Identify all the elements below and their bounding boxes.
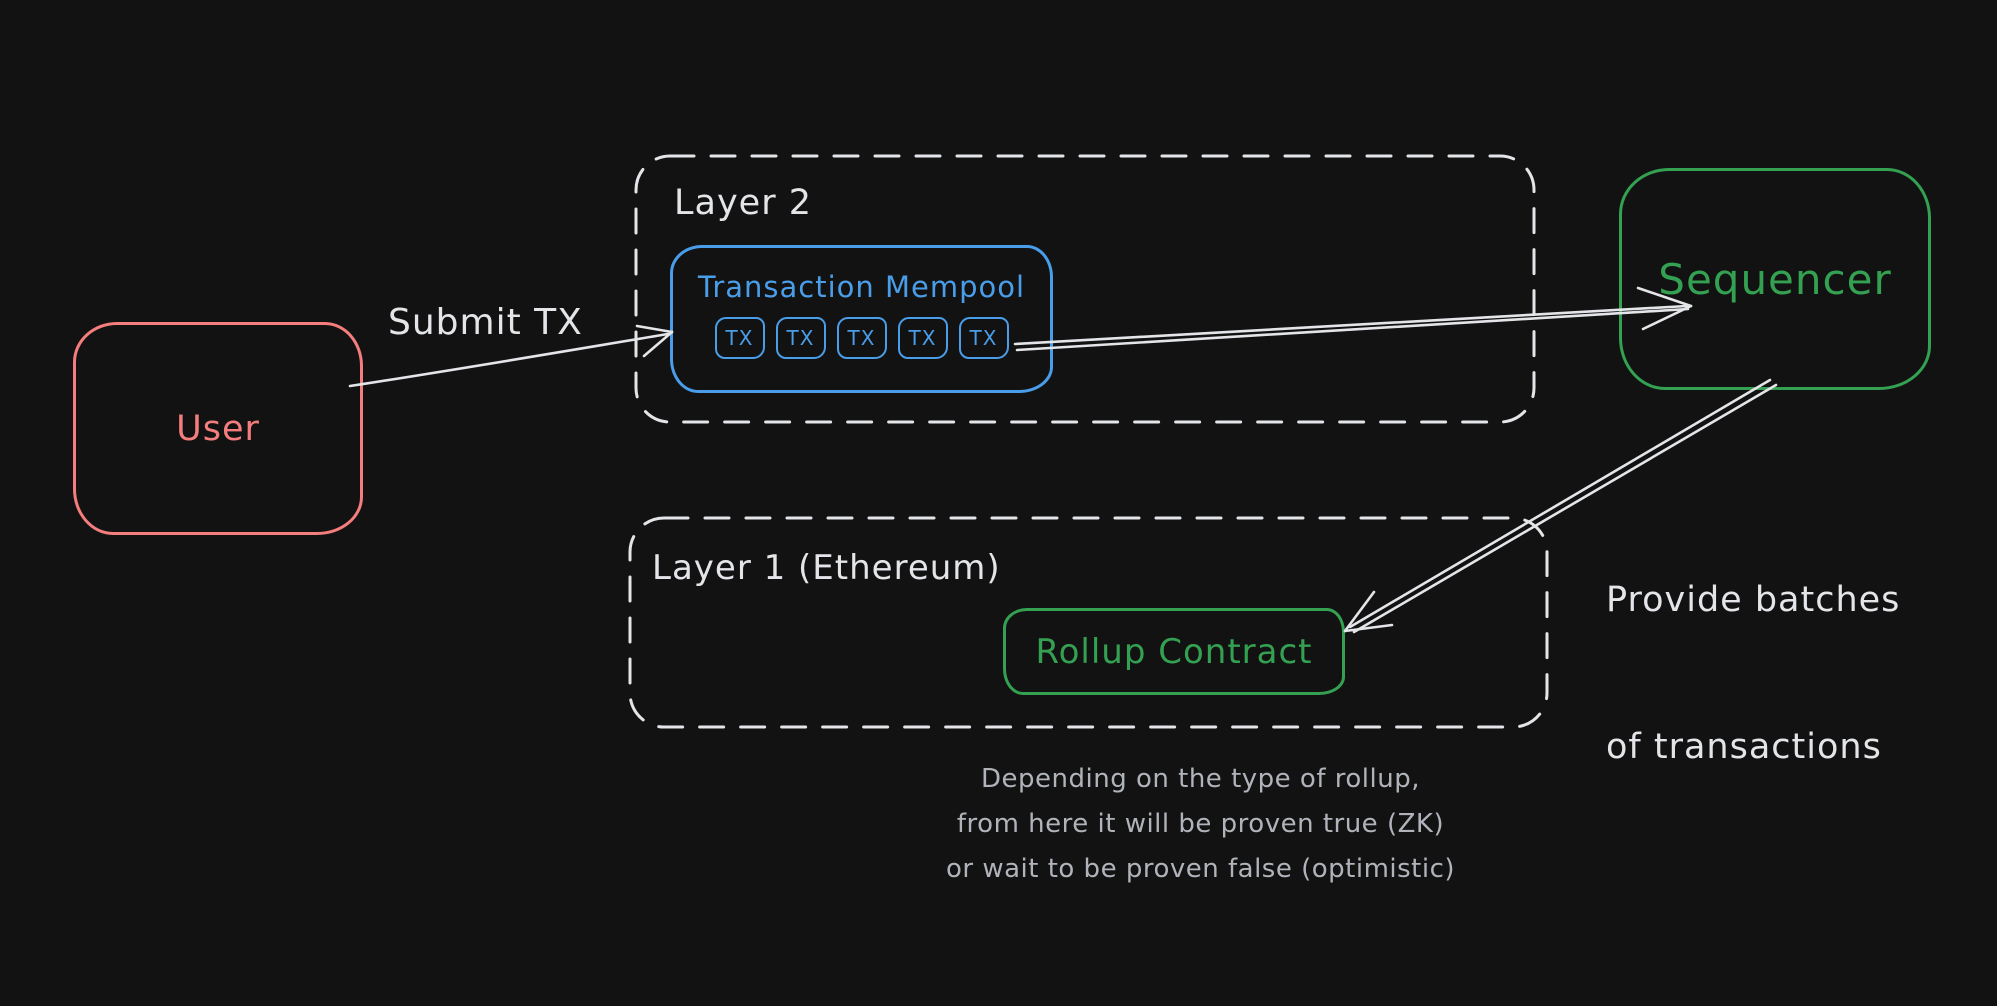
mempool-label: Transaction Mempool bbox=[697, 270, 1026, 304]
caption-line1: Depending on the type of rollup, bbox=[981, 764, 1420, 794]
caption-line3: or wait to be proven false (optimistic) bbox=[945, 854, 1456, 884]
arrow-shaft bbox=[1015, 307, 1690, 352]
submit-tx-label: Submit TX bbox=[388, 302, 583, 343]
arrowhead bbox=[1343, 623, 1394, 633]
provide-batches-line2: of transactions bbox=[1606, 727, 1882, 767]
layer1-label: Layer 1 (Ethereum) bbox=[652, 548, 1001, 588]
arrowhead bbox=[635, 324, 674, 334]
caption-note: Depending on the type of rollup, from he… bbox=[908, 757, 1493, 892]
tx-item: TX bbox=[714, 317, 765, 359]
tx-item: TX bbox=[836, 317, 887, 359]
arrowhead bbox=[1343, 590, 1376, 633]
transaction-mempool-node: Transaction Mempool TX TX TX TX TX bbox=[670, 245, 1053, 393]
provide-batches-line1: Provide batches bbox=[1606, 580, 1901, 620]
sequencer-node: Sequencer bbox=[1619, 168, 1931, 390]
user-label: User bbox=[176, 408, 260, 449]
user-node: User bbox=[73, 322, 363, 535]
arrowhead bbox=[642, 330, 674, 358]
tx-item: TX bbox=[958, 317, 1009, 359]
layer2-label: Layer 2 bbox=[674, 183, 812, 223]
rollup-contract-label: Rollup Contract bbox=[1035, 631, 1313, 672]
provide-batches-label: Provide batches of transactions bbox=[1606, 478, 1900, 870]
sequencer-label: Sequencer bbox=[1658, 254, 1892, 304]
arrow-mempool-to-sequencer bbox=[1013, 286, 1693, 352]
rollup-contract-node: Rollup Contract bbox=[1003, 608, 1345, 695]
arrow-shaft bbox=[1013, 304, 1689, 346]
tx-item: TX bbox=[897, 317, 948, 359]
tx-row: TX TX TX TX TX bbox=[714, 317, 1009, 359]
caption-line2: from here it will be proven true (ZK) bbox=[956, 809, 1445, 839]
tx-item: TX bbox=[775, 317, 826, 359]
